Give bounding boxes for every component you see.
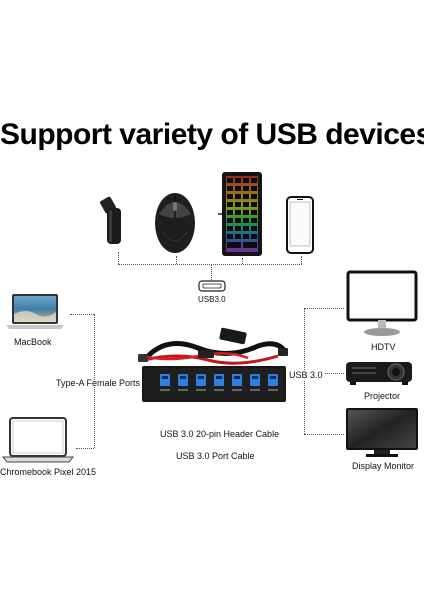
connector-top-drop-2 xyxy=(176,256,177,264)
smartphone-icon xyxy=(286,196,314,254)
usb-port-slot-5 xyxy=(234,376,240,379)
connector-top-drop-4 xyxy=(301,256,302,264)
port-cable-label: USB 3.0 Port Cable xyxy=(176,451,255,461)
connector-top-horizontal xyxy=(118,264,302,265)
hdtv-label: HDTV xyxy=(371,342,396,352)
header-cable-label: USB 3.0 20-pin Header Cable xyxy=(160,429,280,439)
connector-top-drop-1 xyxy=(118,252,119,264)
connector-left-vertical xyxy=(94,314,95,448)
usb-port-slot-2 xyxy=(180,376,186,379)
usb-port-caption-6 xyxy=(250,389,260,391)
usb-port-slot-1 xyxy=(162,376,168,379)
monitor-label: Display Monitor xyxy=(352,461,415,471)
projector-icon xyxy=(346,362,412,385)
usb-port-3 xyxy=(196,374,206,386)
usb-port-caption-7 xyxy=(268,389,278,391)
hdtv-icon xyxy=(346,270,418,336)
macbook-icon xyxy=(6,294,64,329)
usb-port-icon xyxy=(198,280,226,292)
usb-right-label: USB 3.0 xyxy=(287,370,325,380)
usb-port-caption-3 xyxy=(196,389,206,391)
projector-label: Projector xyxy=(364,391,401,401)
connector-left-bottom xyxy=(76,448,94,449)
usb-front-panel-hub xyxy=(138,327,288,402)
chromebook-icon xyxy=(1,417,75,463)
connector-left-top xyxy=(70,314,94,315)
connector-right-top xyxy=(304,308,344,309)
headline: Support variety of USB devices xyxy=(0,118,424,151)
connector-top-stem xyxy=(211,264,212,280)
usb-flash-drive-icon xyxy=(100,196,121,244)
usb-port-caption-1 xyxy=(160,389,170,391)
display-monitor-icon xyxy=(346,408,418,457)
usb-port-6 xyxy=(250,374,260,386)
usb-port-slot-4 xyxy=(216,376,222,379)
usb-port-slot-6 xyxy=(252,376,258,379)
usb-hub-label: USB3.0 xyxy=(198,295,226,304)
usb-port-slot-3 xyxy=(198,376,204,379)
connector-right-bottom xyxy=(304,434,344,435)
macbook-label: MacBook xyxy=(14,337,52,347)
usb-port-caption-5 xyxy=(232,389,242,391)
usb-port-2 xyxy=(178,374,188,386)
chromebook-label: Chromebook Pixel 2015 xyxy=(0,467,97,477)
rgb-keyboard-icon xyxy=(218,172,262,256)
usb-port-caption-2 xyxy=(178,389,188,391)
usb-port-slot-7 xyxy=(270,376,276,379)
usb-port-1 xyxy=(160,374,170,386)
ports-label: Type-A Female Ports xyxy=(56,378,141,388)
usb-port-4 xyxy=(214,374,224,386)
usb-port-7 xyxy=(268,374,278,386)
usb-port-caption-4 xyxy=(214,389,224,391)
mouse-icon xyxy=(155,193,195,253)
connector-top-drop-3 xyxy=(242,258,243,264)
usb-port-5 xyxy=(232,374,242,386)
